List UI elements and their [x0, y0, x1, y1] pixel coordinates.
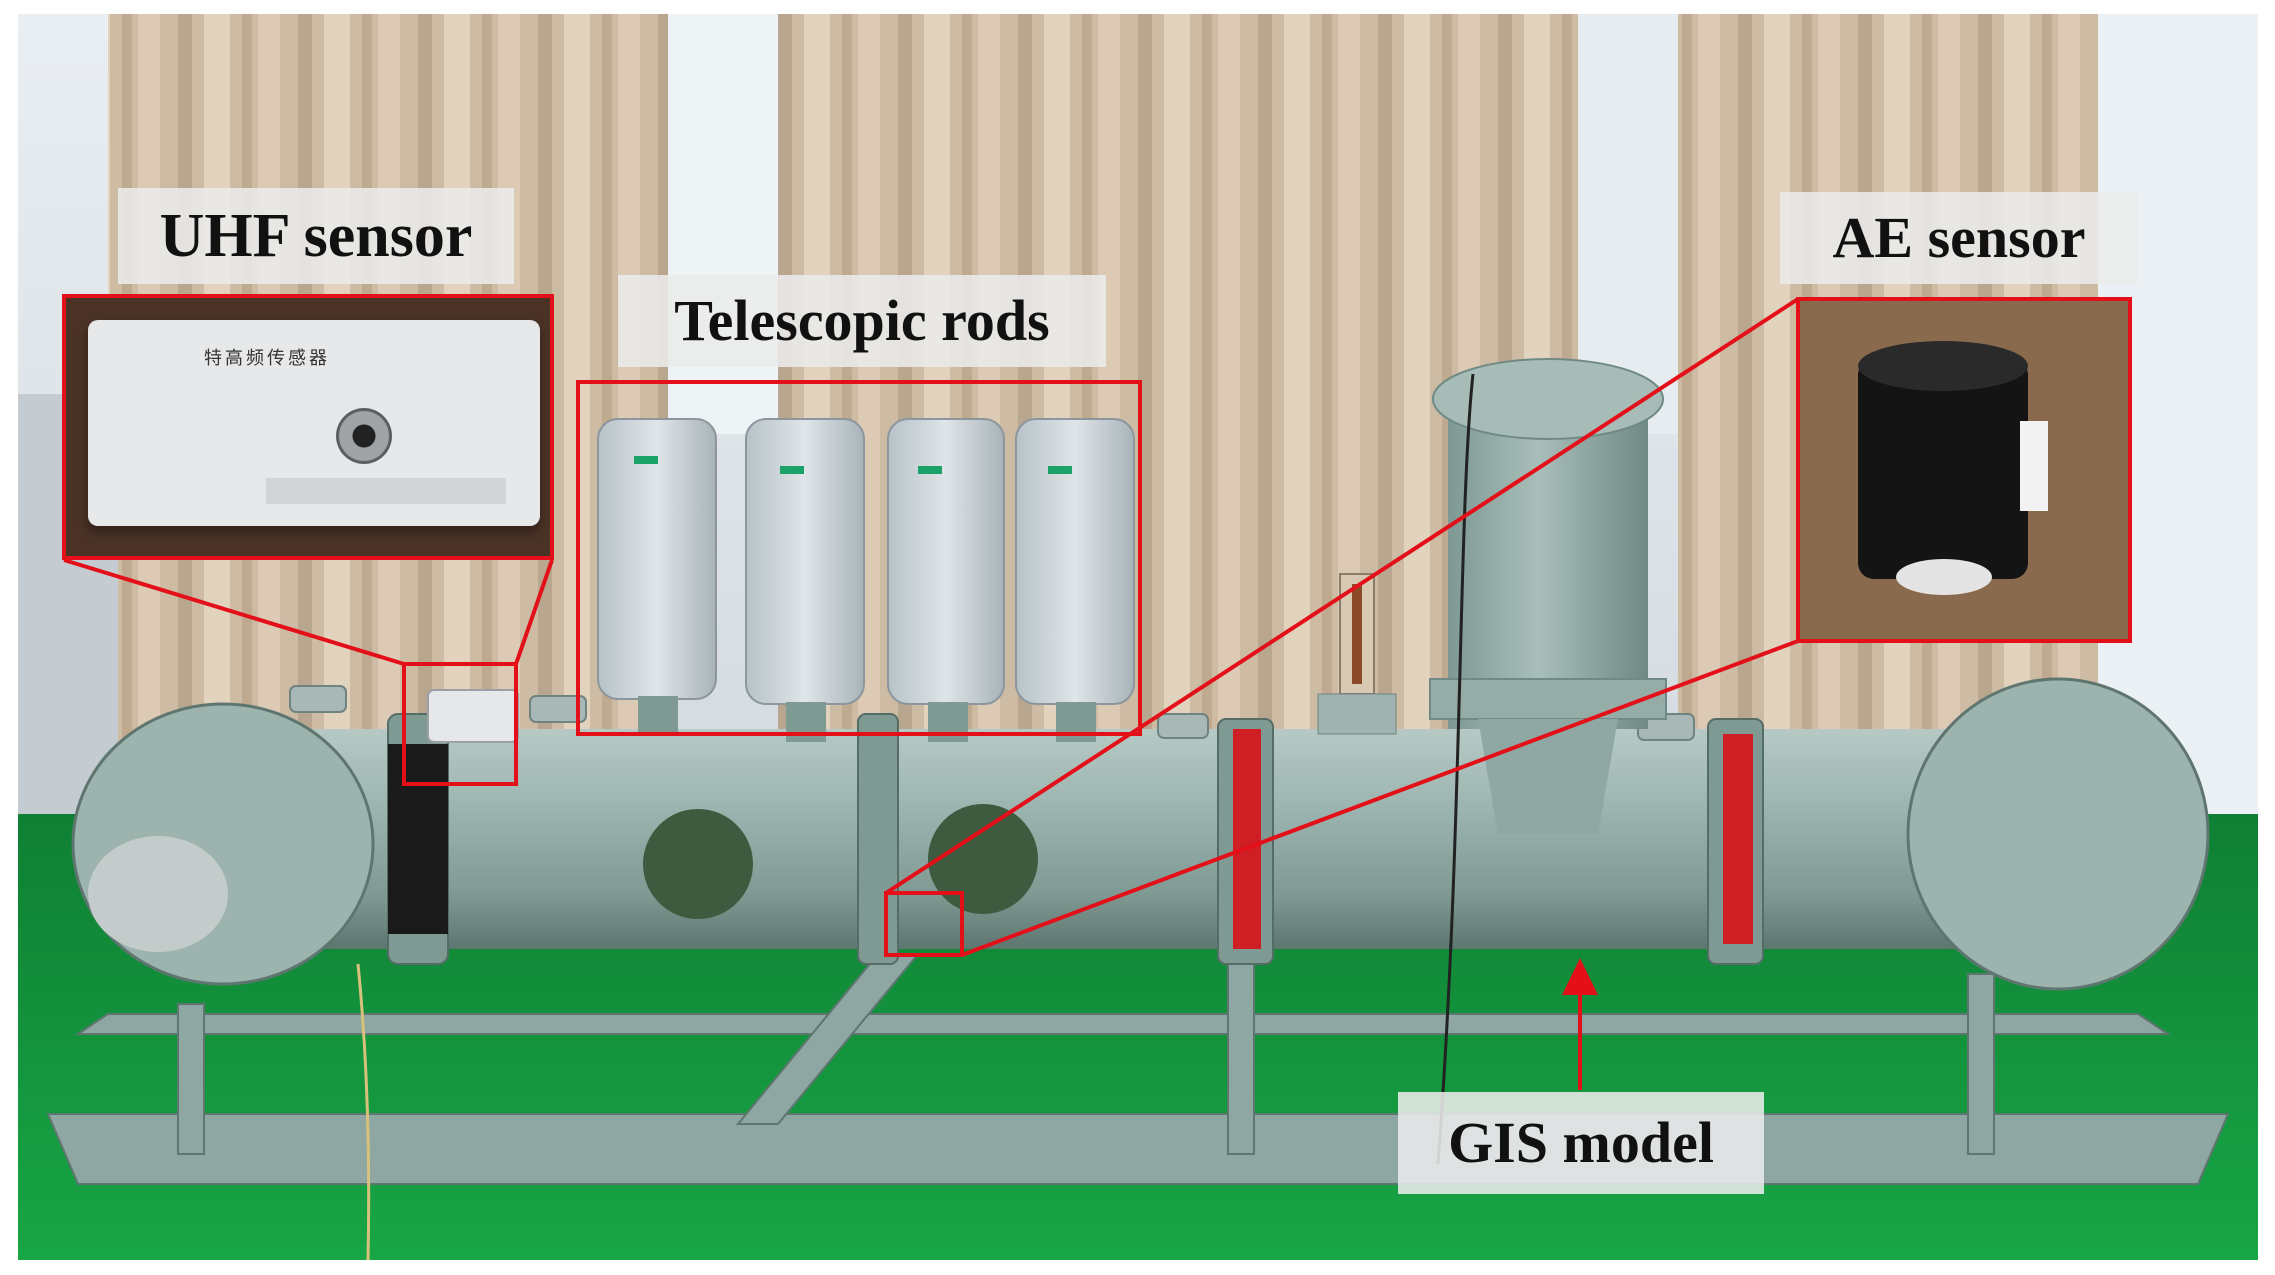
ae-sensor-inset — [1796, 297, 2132, 643]
uhf-sensor-connector — [336, 408, 392, 464]
ae-sensor-label: AE sensor — [1780, 192, 2138, 284]
ae-sensor-label-sticker — [2020, 421, 2048, 511]
uhf-sensor-highlight-box — [402, 662, 518, 786]
uhf-sensor-label: UHF sensor — [118, 188, 514, 284]
ae-sensor-body — [1858, 359, 2028, 579]
gis-lab-photo — [18, 14, 2258, 1260]
ae-sensor-top — [1858, 341, 2028, 391]
uhf-sensor-inset: 特高频传感器 — [62, 294, 554, 560]
arrow-up-icon — [1562, 958, 1598, 995]
ae-sensor-face — [1896, 559, 1992, 595]
ae-sensor-highlight-box — [884, 891, 964, 957]
telescopic-rods-label: Telescopic rods — [618, 275, 1106, 367]
uhf-sensor-panel-line — [266, 478, 506, 504]
telescopic-rods-highlight-box — [576, 380, 1142, 736]
gis-model-label: GIS model — [1398, 1092, 1764, 1194]
uhf-sensor-caption: 特高频传感器 — [204, 348, 330, 369]
